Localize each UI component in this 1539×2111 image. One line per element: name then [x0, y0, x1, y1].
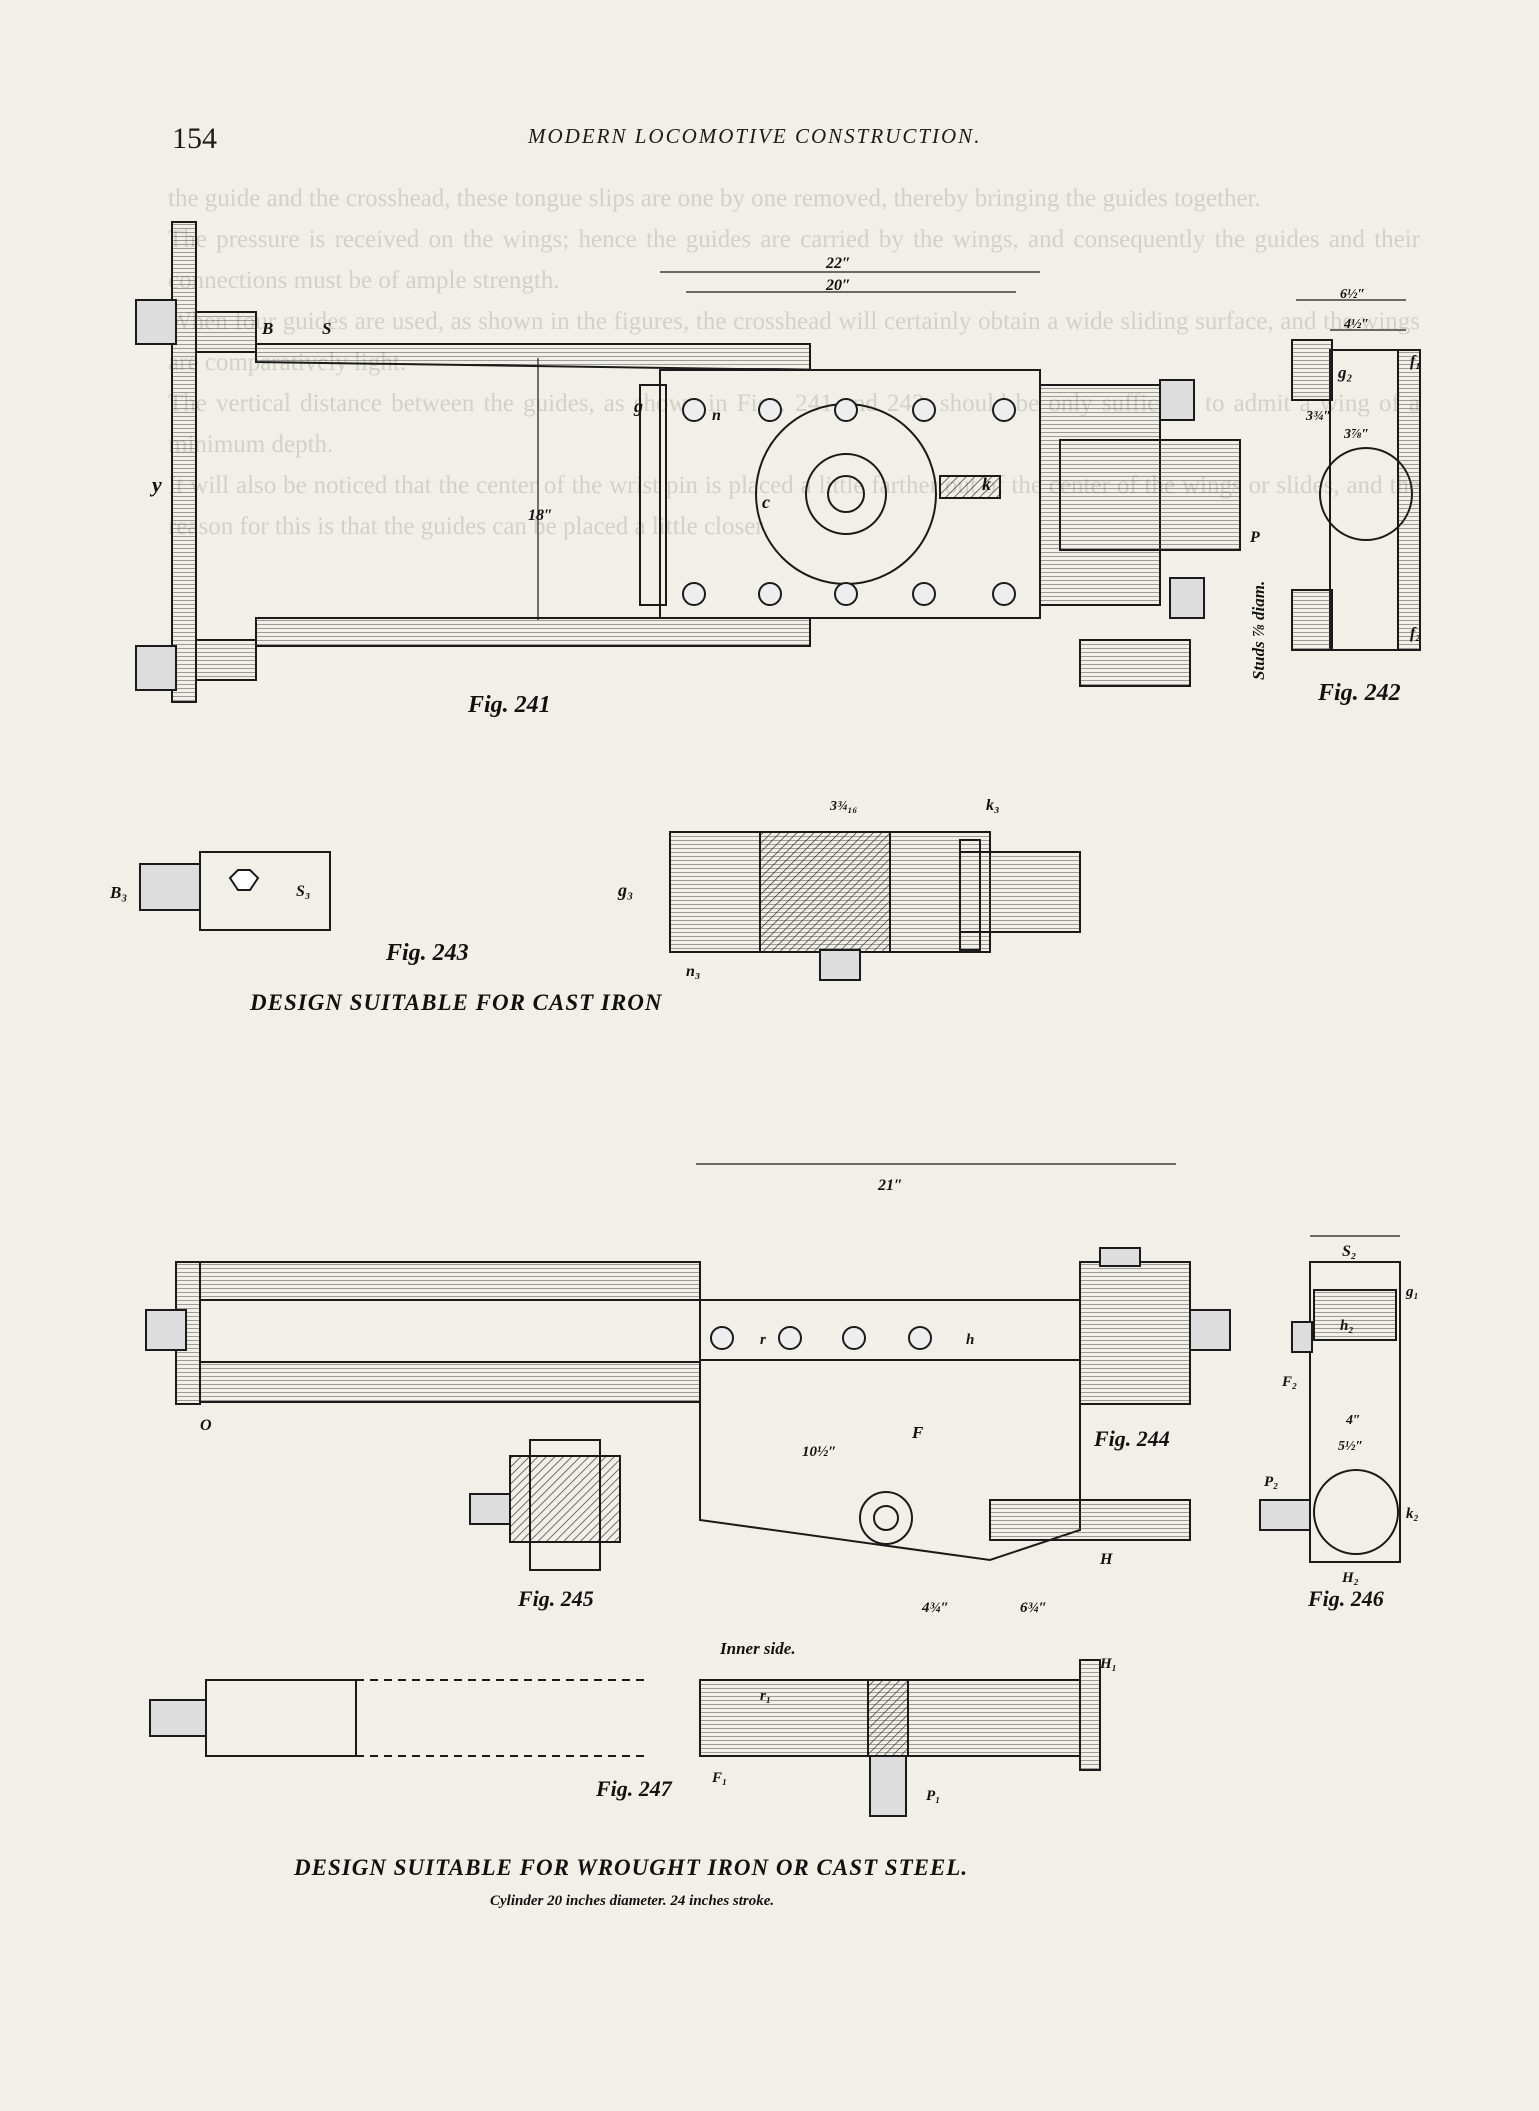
label-g1: g₁ [1405, 1284, 1419, 1300]
label-H2: H₂ [1341, 1570, 1359, 1586]
label-F1: F₁ [711, 1770, 727, 1786]
dim-6-half: 6½″ [1340, 287, 1365, 302]
fig-245-label: Fig. 245 [517, 1586, 594, 1611]
label-n3: n₃ [686, 963, 700, 980]
bleed-paragraph: the guide and the crosshead, these tongu… [168, 185, 1261, 212]
dim-21: 21″ [877, 1177, 903, 1194]
label-g: g [633, 396, 643, 416]
fig-243-label: Fig. 243 [385, 940, 469, 966]
inner-side-label: Inner side. [719, 1639, 796, 1658]
label-B: B [261, 319, 273, 338]
label-S: S [322, 319, 331, 338]
label-S3: S₃ [296, 883, 310, 900]
label-F: F [911, 1423, 924, 1442]
dim-3-7-8: 3⅞″ [1343, 427, 1369, 442]
label-k2: k₂ [1406, 1506, 1419, 1522]
label-f2: f₂ [1410, 625, 1421, 642]
fig-246-label: Fig. 246 [1307, 1586, 1384, 1611]
fig-241-drawing [135, 221, 1241, 703]
cast-iron-caption: DESIGN SUITABLE FOR CAST IRON [250, 990, 663, 1015]
fig-243-drawing [139, 831, 1081, 981]
label-c: c [762, 492, 770, 512]
label-g3: g₃ [617, 880, 633, 900]
dim-4-half: 4½″ [1343, 317, 1369, 332]
page-number: 154 [172, 122, 217, 155]
dim-3-quarter: 3¾″ [1305, 409, 1331, 424]
label-O: O [200, 1417, 212, 1434]
label-g2: g₂ [1337, 363, 1353, 382]
label-P1: P₁ [926, 1788, 940, 1804]
bleed-paragraph: The pressure is received on the wings; h… [168, 226, 1420, 294]
dim-3-3-16: 3¾₁₆ [829, 799, 857, 814]
label-n: n [712, 407, 721, 424]
label-P2: P₂ [1264, 1474, 1278, 1490]
fig-245-drawing [469, 1439, 621, 1571]
label-r: r [760, 1332, 766, 1348]
cylinder-caption: Cylinder 20 inches diameter. 24 inches s… [490, 1893, 775, 1909]
wrought-iron-caption: DESIGN SUITABLE FOR WROUGHT IRON OR CAST… [294, 1855, 969, 1880]
label-P: P [1249, 529, 1260, 546]
fig-241-label: Fig. 241 [467, 692, 551, 718]
label-y: y [149, 472, 162, 497]
fig-246-drawing [1259, 1235, 1401, 1563]
dim-5-half: 5½″ [1338, 1439, 1363, 1454]
label-r1: r₁ [760, 1688, 771, 1704]
dim-4: 4″ [1345, 1413, 1361, 1428]
dim-20: 20″ [825, 277, 851, 294]
label-F2: F₂ [1281, 1374, 1297, 1390]
label-B3: B₃ [109, 883, 127, 902]
label-h: h [966, 1332, 974, 1348]
dim-6-three: 6¾″ [1020, 1600, 1047, 1616]
drawing-labels: Fig. 241 Fig. 242 Fig. 243 Fig. 244 Fig.… [109, 255, 1421, 1804]
dim-10-half: 10½″ [802, 1444, 837, 1460]
label-k3: k₃ [986, 797, 1000, 814]
studs-label: Studs ⅞ diam. [1249, 581, 1268, 680]
label-h2: h₂ [1340, 1318, 1354, 1334]
fig-242-drawing [1291, 299, 1421, 651]
fig-247-drawing [149, 1659, 1101, 1817]
fig-242-label: Fig. 242 [1317, 680, 1401, 706]
label-H1: H₁ [1099, 1656, 1117, 1672]
bleed-through-text: the guide and the crosshead, these tongu… [168, 178, 1420, 1958]
fig-244-drawing [145, 1163, 1231, 1562]
running-title: MODERN LOCOMOTIVE CONSTRUCTION. [528, 124, 982, 148]
dim-22: 22″ [825, 255, 851, 272]
label-f1: f₁ [1410, 353, 1421, 370]
label-H: H [1099, 1551, 1113, 1568]
label-S2: S₂ [1342, 1243, 1356, 1260]
dim-18: 18″ [528, 507, 553, 524]
dim-4-three: 4¾″ [921, 1600, 949, 1616]
fig-244-label: Fig. 244 [1093, 1426, 1170, 1451]
label-k: k [982, 474, 991, 494]
fig-247-label: Fig. 247 [595, 1776, 673, 1801]
